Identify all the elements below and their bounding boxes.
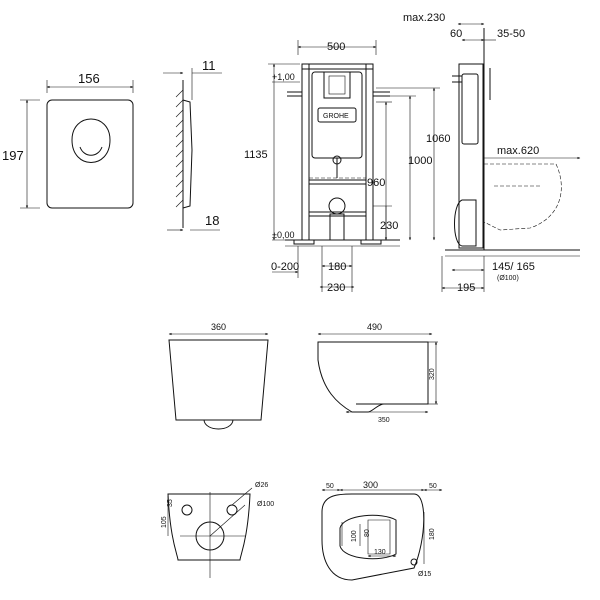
- frame-front-view: 500 GROHE +1,00 ±0,00: [244, 40, 450, 294]
- bowl-rear-view: Ø26 Ø100 105 35: [161, 482, 274, 578]
- dimension-1060-label: 1060: [426, 133, 450, 145]
- plate-width-label: 156: [78, 71, 100, 86]
- outlet-bend: [454, 199, 477, 247]
- frame-side-view: max.230 60 35-50 max.620 145/ 165 (Ø100)…: [403, 12, 581, 294]
- frame-left-post: [301, 63, 310, 241]
- plate-side-profile: [182, 99, 193, 209]
- fixing-hole-diameter-label: Ø15: [418, 571, 431, 578]
- top-height-180-label: 180: [429, 528, 436, 540]
- flush-button: [71, 118, 111, 163]
- flush-plate-front-view: 156 197: [2, 71, 134, 209]
- brand-label: GROHE: [323, 113, 349, 120]
- frame-right-post: [365, 63, 374, 241]
- wall-hatch: [175, 89, 184, 208]
- max230-label: max.230: [403, 12, 445, 24]
- plate-depth-bottom-label: 18: [205, 213, 219, 228]
- dimension-230-vertical-label: 230: [380, 220, 398, 232]
- max620-label: max.620: [497, 145, 539, 157]
- dimension-1000-label: 1000: [408, 155, 432, 167]
- bowl-front-foot: [203, 419, 234, 430]
- top-height-100-label: 100: [351, 530, 358, 542]
- frame-height-label: 1135: [244, 149, 268, 161]
- frame-width-label: 500: [327, 41, 345, 53]
- level-bottom-label: ±0,00: [272, 230, 294, 240]
- plate-height-label: 197: [2, 148, 24, 163]
- dimension-145-165-label: 145/ 165: [492, 261, 535, 273]
- top-left-offset-label: 50: [326, 483, 334, 490]
- bowl-width-label: 360: [211, 322, 226, 332]
- frame-side-post: [458, 63, 484, 249]
- dimension-960-label: 960: [367, 177, 385, 189]
- bowl-outline-dashed: [483, 163, 562, 231]
- bowl-front-outline: [168, 339, 269, 421]
- fixing-hole: [410, 558, 418, 566]
- plate-depth-top-label: 11: [202, 58, 216, 73]
- bowl-top-inner: [339, 514, 397, 560]
- diameter-100-label: (Ø100): [497, 275, 519, 282]
- dimension-180-label: 180: [328, 261, 346, 273]
- flush-plate-side-view: 11 18: [163, 58, 222, 232]
- dimension-60-label: 60: [450, 28, 462, 40]
- brand-plate: [317, 107, 357, 123]
- bowl-top-outline: [321, 493, 425, 581]
- bowl-front-view: 360: [168, 322, 269, 430]
- outlet-diameter-label: Ø100: [257, 501, 274, 508]
- top-right-offset-label: 50: [429, 483, 437, 490]
- bowl-profile-view: 490 320 350: [317, 322, 438, 424]
- bolt-diameter-label: Ø26: [255, 482, 268, 489]
- dimension-35-50-label: 35-50: [497, 28, 525, 40]
- bowl-rear-outline: [167, 493, 251, 561]
- bowl-top-view: 50 300 50 100 80 130 180 Ø15: [321, 480, 443, 581]
- level-top-label: +1,00: [272, 72, 295, 82]
- bowl-height-label: 320: [429, 368, 436, 380]
- bowl-profile-outline: [317, 341, 429, 413]
- floor-range-label: 0-200: [271, 261, 299, 273]
- flush-plate-outline: [46, 99, 134, 209]
- bowl-length-label: 490: [367, 322, 382, 332]
- flush-button-split: [79, 146, 103, 156]
- top-height-80-label: 80: [364, 529, 371, 537]
- rear-height-105-label: 105: [161, 516, 168, 528]
- dimension-195-label: 195: [457, 282, 475, 294]
- rear-bolt-left: [181, 504, 193, 516]
- dimension-230-label: 230: [327, 282, 345, 294]
- bowl-base-label: 350: [378, 417, 390, 424]
- top-width-130-label: 130: [374, 549, 386, 556]
- cistern-side: [461, 73, 479, 145]
- rear-height-35-label: 35: [167, 499, 174, 507]
- flush-opening: [323, 71, 351, 99]
- top-width-label: 300: [363, 480, 378, 490]
